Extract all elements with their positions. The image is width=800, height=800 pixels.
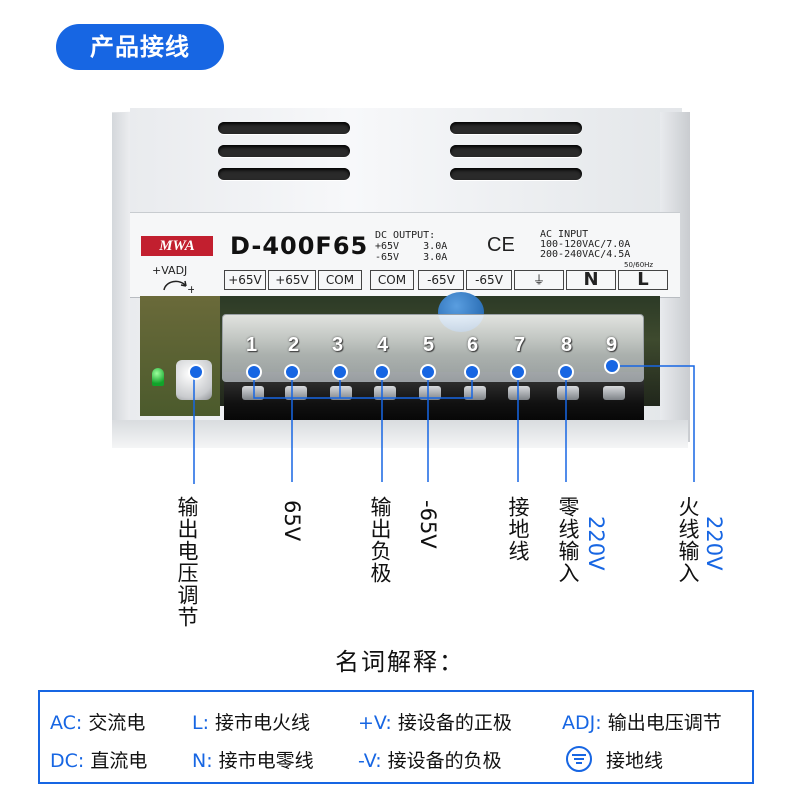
glossary-key: L:	[192, 712, 209, 734]
glossary-value: 直流电	[90, 750, 148, 772]
terminal-marker	[284, 364, 300, 380]
vent-slot	[218, 145, 350, 157]
frequency-spec: 50/60Hz	[624, 261, 654, 269]
terminal-marker	[420, 364, 436, 380]
glossary-value: 接市电火线	[215, 712, 311, 734]
terminal-marker	[604, 358, 620, 374]
glossary-box: AC: 交流电 L: 接市电火线 +V: 接设备的正极 ADJ: 输出电压调节 …	[38, 690, 754, 784]
glossary-key: AC:	[50, 712, 83, 734]
brand-logo: MWA	[141, 236, 213, 256]
glossary-title: 名词解释：	[335, 648, 465, 676]
terminal-number: 7	[514, 334, 526, 356]
terminal-number: 3	[332, 334, 344, 356]
terminal-screw	[603, 386, 625, 400]
glossary-item: ADJ: 输出电压调节	[562, 708, 722, 735]
terminal-label: COM	[318, 270, 362, 290]
vent-slot	[450, 122, 582, 134]
section-title-badge: 产品接线	[56, 24, 224, 70]
terminal-screw	[419, 386, 441, 400]
terminal-label: -65V	[466, 270, 512, 290]
glossary-value: 接设备的正极	[397, 712, 512, 734]
terminal-label: +65V	[268, 270, 316, 290]
glossary-key: -V:	[358, 750, 382, 772]
glossary-value: 接设备的负极	[387, 750, 502, 772]
terminal-label: -65V	[418, 270, 464, 290]
glossary-value: 交流电	[88, 712, 146, 734]
glossary-item: N: 接市电零线	[192, 746, 314, 773]
callout-positive-voltage: 65V	[280, 500, 304, 542]
terminal-screw	[285, 386, 307, 400]
glossary-item: -V: 接设备的负极	[358, 746, 502, 773]
terminal-screw	[508, 386, 530, 400]
terminal-marker	[558, 364, 574, 380]
terminal-marker	[374, 364, 390, 380]
terminal-screw	[464, 386, 486, 400]
terminal-marker	[188, 364, 204, 380]
terminal-number: 4	[377, 334, 389, 356]
terminal-marker	[246, 364, 262, 380]
ce-mark: CE	[487, 234, 515, 256]
adjust-arrow-icon: +	[163, 280, 194, 294]
glossary-key: N:	[192, 750, 213, 772]
glossary-item: DC: 直流电	[50, 746, 147, 773]
terminal-label: L	[618, 270, 668, 290]
terminal-number: 1	[246, 334, 258, 356]
glossary-key: DC:	[50, 750, 85, 772]
callout-neutral-input: 零线输入	[556, 496, 580, 584]
glossary-item: AC: 交流电	[50, 708, 145, 735]
terminal-number: 6	[467, 334, 479, 356]
glossary-item: 接地线	[566, 746, 663, 773]
terminal-number: 5	[423, 334, 435, 356]
ground-icon	[566, 746, 592, 772]
glossary-item: +V: 接设备的正极	[358, 708, 512, 735]
model-number: D-400F65	[230, 232, 369, 260]
terminal-label: COM	[370, 270, 414, 290]
vadj-label: +VADJ	[152, 264, 188, 277]
terminal-label: N	[566, 270, 616, 290]
terminal-number: 9	[606, 334, 618, 356]
vent-slot	[218, 168, 350, 180]
callout-live-input: 火线输入	[676, 496, 700, 584]
terminal-label: +65V	[224, 270, 266, 290]
glossary-item: L: 接市电火线	[192, 708, 310, 735]
glossary-key: +V:	[358, 712, 392, 734]
glossary-value: 输出电压调节	[607, 712, 722, 734]
glossary-key: ADJ:	[562, 712, 602, 734]
ac-input-spec: AC INPUT 100-120VAC/7.0A 200-240VAC/4.5A	[540, 229, 631, 260]
vent-slot	[450, 168, 582, 180]
status-led	[152, 368, 164, 386]
terminal-marker	[332, 364, 348, 380]
glossary-value: 接市电零线	[218, 750, 314, 772]
callout-negative-terminal: 输出负极	[368, 496, 392, 584]
terminal-marker	[510, 364, 526, 380]
terminal-screw	[374, 386, 396, 400]
section-title: 产品接线	[90, 33, 190, 61]
glossary-value: 接地线	[606, 750, 664, 772]
callout-ground: 接地线	[506, 496, 530, 562]
callout-voltage-adjust: 输出电压调节	[175, 496, 199, 628]
vent-slot	[218, 122, 350, 134]
terminal-screw	[242, 386, 264, 400]
vent-slot	[450, 145, 582, 157]
case-bottom-edge	[112, 420, 688, 448]
power-supply-image: MWA D-400F65 DC OUTPUT: +65V 3.0A -65V 3…	[112, 108, 690, 448]
terminal-marker	[464, 364, 480, 380]
terminal-screw	[557, 386, 579, 400]
terminal-label: ⏚	[514, 270, 564, 290]
terminal-number: 2	[288, 334, 300, 356]
callout-live-voltage: 220V	[702, 516, 726, 571]
dc-output-spec: DC OUTPUT: +65V 3.0A -65V 3.0A	[375, 230, 448, 263]
callout-negative-voltage: -65V	[416, 500, 440, 549]
terminal-screw	[330, 386, 352, 400]
callout-neutral-voltage: 220V	[584, 516, 608, 571]
terminal-number: 8	[561, 334, 573, 356]
adjust-plus-sign: +	[187, 283, 194, 294]
